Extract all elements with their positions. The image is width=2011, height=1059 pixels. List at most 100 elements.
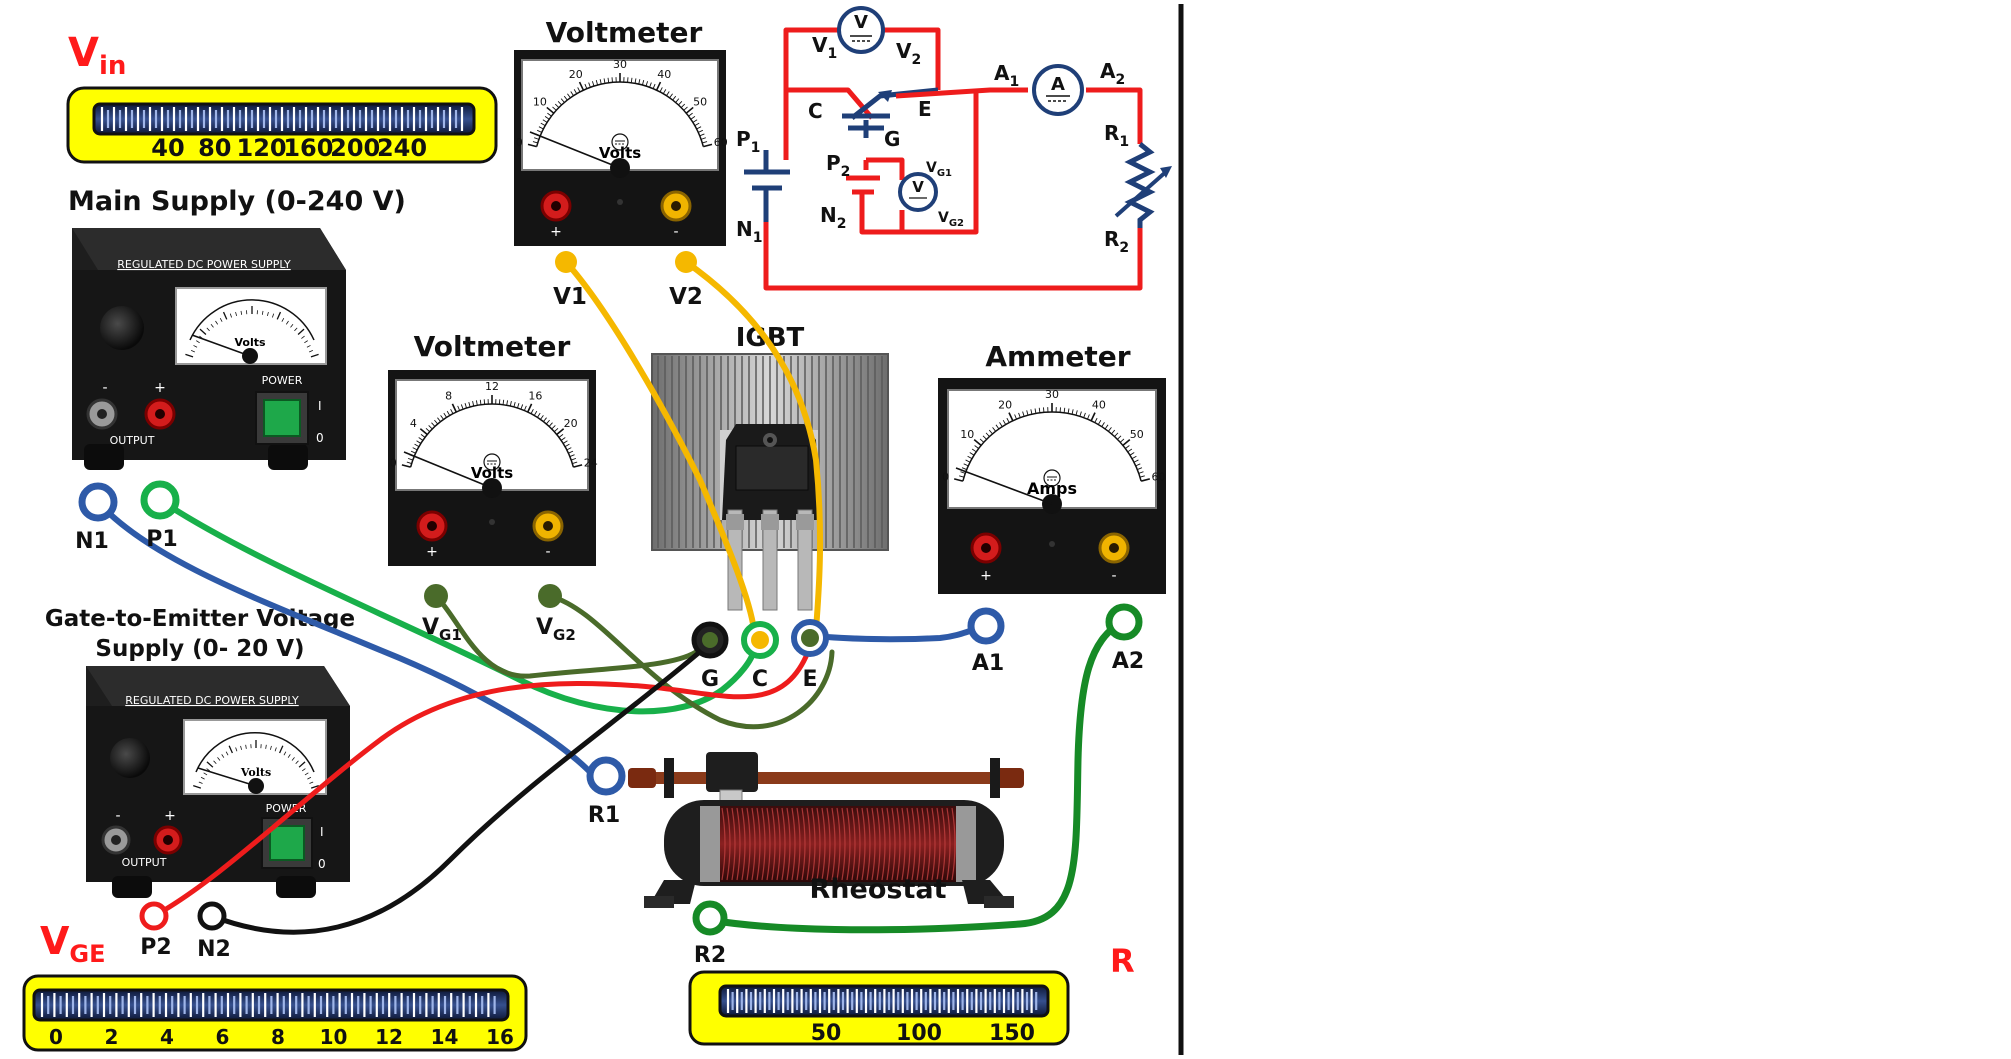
- vg2-terminal[interactable]: [538, 584, 562, 608]
- v1-terminal[interactable]: [555, 251, 577, 273]
- r2-label: R2: [694, 943, 726, 968]
- wires: [95, 259, 1126, 935]
- voltmeter-mid-scale-label: 20: [564, 417, 578, 430]
- main-supply-brand: REGULATED DC POWER SUPPLY: [117, 258, 291, 271]
- ammeter-scale-label: 60: [1152, 471, 1166, 484]
- vge-title: VGE: [40, 919, 106, 968]
- voltmeter-top-scale-label: 20: [569, 68, 583, 81]
- v2-terminal[interactable]: [675, 251, 697, 273]
- voltmeter-top-neg-label: -: [673, 224, 678, 240]
- p1-label: P1: [146, 527, 177, 552]
- main-supply-output-label: OUTPUT: [110, 434, 155, 447]
- vg1-label: VG1: [422, 615, 462, 644]
- ammeter-needle: [955, 467, 1053, 505]
- voltmeter-mid-needle: [403, 451, 493, 489]
- vg1-terminal[interactable]: [424, 584, 448, 608]
- voltmeter-mid-neg-label: -: [545, 544, 550, 560]
- voltmeter-top-scale-label: 50: [693, 96, 707, 109]
- voltmeter-mid-scale-label: 16: [528, 390, 542, 403]
- svg-text:V: V: [854, 12, 868, 33]
- rheostat-wiper[interactable]: [706, 752, 758, 792]
- wire-v1: [563, 259, 757, 633]
- a2-terminal[interactable]: [1105, 603, 1143, 641]
- vin-title: Vin: [68, 30, 126, 81]
- wire-n2-black: [209, 647, 705, 935]
- gate-supply-output-label: OUTPUT: [122, 856, 167, 869]
- wire-n1: [95, 499, 597, 779]
- schematic-igbt-symbol: [842, 90, 892, 131]
- voltmeter-mid-title: Voltmeter: [414, 330, 571, 363]
- igbt-e-label: E: [802, 667, 817, 692]
- schematic-r1-label: R1: [1104, 121, 1129, 150]
- vge-track-ticks: [40, 993, 496, 1017]
- main-supply-meter-needle: [191, 334, 251, 357]
- vin-tick-label: 200: [330, 134, 380, 162]
- main-supply-neg-label: -: [102, 380, 107, 396]
- igbt-module: [651, 353, 889, 611]
- r1-label: R1: [588, 803, 620, 828]
- ms-meter-ticks: [185, 306, 319, 358]
- vge-tick-label: 12: [375, 1025, 403, 1049]
- gate-supply-pos-label: +: [164, 808, 176, 824]
- vge-tick-label: 2: [105, 1025, 119, 1049]
- main-supply-knob[interactable]: [100, 306, 144, 350]
- vin-tick-label: 40: [151, 134, 184, 162]
- ammeter-neg-label: -: [1111, 568, 1116, 584]
- n2-label: N2: [197, 937, 231, 962]
- ammeter-scale-label: 40: [1092, 398, 1106, 411]
- svg-text:A: A: [1051, 74, 1065, 95]
- schematic-n2-label: N2: [820, 203, 847, 232]
- p2-label: P2: [140, 935, 171, 960]
- r-tick-label: 50: [811, 1021, 842, 1046]
- vge-tick-label: 6: [216, 1025, 230, 1049]
- wire-v2: [683, 259, 824, 633]
- schematic-e-label: E: [918, 97, 932, 121]
- vin-tick-label: 160: [283, 134, 333, 162]
- igbt-c-label: C: [752, 667, 768, 692]
- main-supply-pos-label: +: [154, 380, 166, 396]
- a1-terminal[interactable]: [967, 607, 1005, 645]
- voltmeter-top-pos-label: +: [550, 224, 562, 240]
- r2-terminal[interactable]: [692, 900, 728, 936]
- v1-label: V1: [553, 284, 587, 310]
- schematic-variable-resistor: [1114, 142, 1172, 228]
- schematic-p1-label: P1: [736, 127, 760, 156]
- r-track-ticks: [726, 989, 1038, 1013]
- voltmeter-mid-scale-label: 8: [445, 390, 452, 403]
- vge-tick-label: 10: [320, 1025, 348, 1049]
- ammeter-pos-label: +: [980, 568, 992, 584]
- rheostat-title: Rheostat: [810, 874, 947, 905]
- voltmeter-mid-scale-label: 24: [584, 457, 598, 470]
- gate-supply-on-label: I: [320, 825, 324, 839]
- n1-terminal[interactable]: [78, 482, 118, 522]
- svg-text:V: V: [912, 178, 924, 196]
- voltmeter-top-needle: [529, 131, 621, 169]
- voltmeter-top-scale-label: 60: [714, 136, 728, 149]
- schematic-v1-label: V1: [812, 33, 837, 62]
- voltmeter-top-unit: Volts: [599, 144, 641, 162]
- schematic-a1-label: A1: [994, 61, 1019, 90]
- main-supply-meter-unit: Volts: [234, 336, 265, 349]
- vge-tick-label: 14: [431, 1025, 459, 1049]
- p2-terminal[interactable]: [139, 901, 169, 931]
- r1-terminal[interactable]: [586, 756, 626, 796]
- r-tick-label: 150: [989, 1021, 1035, 1046]
- schematic-g-label: G: [884, 127, 900, 151]
- gate-supply-neg-label: -: [115, 808, 120, 824]
- gate-supply-knob[interactable]: [110, 738, 150, 778]
- schematic-p2-label: P2: [826, 151, 850, 180]
- wire-p2-red: [151, 649, 811, 919]
- schematic-battery-1: [744, 150, 790, 222]
- wire-vg1: [433, 593, 699, 679]
- p1-terminal[interactable]: [140, 480, 180, 520]
- a1-label: A1: [972, 651, 1004, 676]
- ammeter-scale-label: 10: [960, 428, 974, 441]
- n2-terminal[interactable]: [197, 901, 227, 931]
- schematic-voltmeter-vg: V: [898, 172, 938, 212]
